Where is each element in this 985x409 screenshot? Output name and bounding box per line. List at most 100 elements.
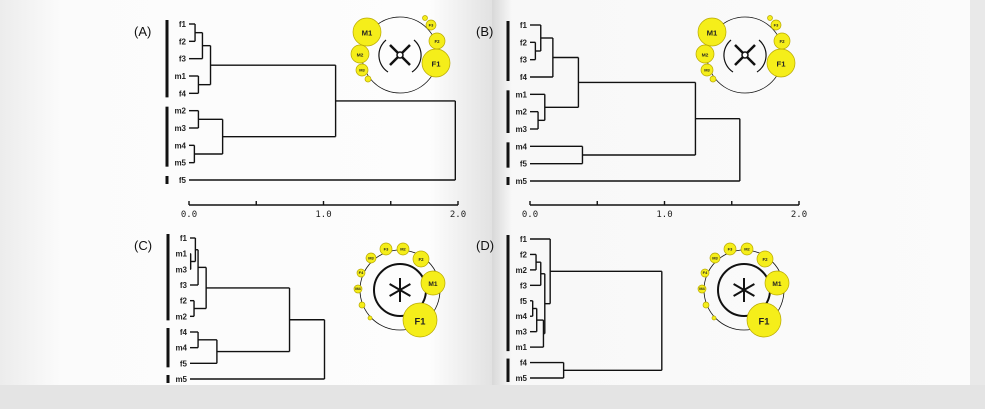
bubble-label: M2 (400, 247, 406, 252)
leaf-label-f3: f3 (179, 55, 187, 64)
bubble-label: F2 (434, 39, 440, 44)
rotation-arrows-icon (378, 39, 422, 73)
individual-bubble (352, 17, 382, 47)
individual-bubble (746, 302, 782, 338)
individual-bubble (697, 17, 727, 47)
bubble-label: M4 (699, 286, 705, 291)
leaf-label-m4: m4 (515, 312, 527, 321)
leaf-label-m4: m4 (174, 141, 186, 150)
leaf-label-m3: m3 (175, 265, 187, 274)
panel-label: (A) (134, 24, 151, 39)
individual-bubble (412, 250, 430, 268)
snowflake-arrow-icon (733, 289, 745, 297)
bubble-label: M2 (357, 52, 364, 58)
individual-bubble (353, 284, 363, 294)
bubble-label: F1 (432, 60, 442, 69)
individual-bubble (422, 15, 428, 21)
individual-bubble (365, 252, 377, 264)
individual-bubble (711, 315, 717, 321)
axis-tick-label: 1.0 (315, 210, 331, 220)
leaf-label-m5: m5 (174, 159, 186, 168)
individual-bubble (770, 19, 782, 31)
individual-bubble (355, 63, 369, 77)
individual-bubble (709, 75, 717, 83)
right-page (492, 0, 970, 385)
leaf-label-m1: m1 (515, 90, 527, 99)
individual-bubble (364, 75, 372, 83)
panel-label: (C) (134, 238, 152, 253)
leaf-label-f4: f4 (179, 89, 187, 98)
snowflake-arrow-icon (389, 283, 401, 291)
leaf-label-m3: m3 (515, 125, 527, 134)
leaf-label-m5: m5 (175, 375, 187, 384)
leaf-label-m2: m2 (174, 107, 186, 116)
individual-bubble (773, 32, 791, 50)
bubble-label: M2 (702, 52, 709, 58)
bubble-label: M1 (707, 29, 718, 38)
axis-tick-label: 1.0 (656, 210, 672, 220)
individual-bubble (740, 242, 754, 256)
leaf-label-f5: f5 (180, 359, 188, 368)
snowflake-arrow-icon (399, 283, 411, 291)
bubble-label: F2 (779, 39, 785, 44)
leaf-label-m4: m4 (175, 344, 187, 353)
individual-bubble (379, 242, 393, 256)
bubble-label: F1 (777, 60, 787, 69)
individual-bubble (396, 242, 410, 256)
bubble-label: M1 (772, 281, 781, 288)
snowflake-arrow-icon (733, 283, 745, 291)
individual-bubble (723, 242, 737, 256)
leaf-label-m3: m3 (174, 124, 186, 133)
panel-label: (D) (476, 238, 494, 253)
snowflake-arrow-icon (399, 289, 411, 297)
axis-tick-label: 2.0 (450, 210, 466, 220)
individual-bubble (702, 301, 710, 309)
bubble-label: F1 (415, 316, 426, 326)
bubble-label: F4 (359, 270, 364, 275)
individual-bubble (700, 268, 710, 278)
bubble-label: M2 (744, 247, 750, 252)
bubble-label: M1 (428, 281, 437, 288)
bubble-label: F3 (774, 22, 779, 27)
leaf-label-f3: f3 (520, 281, 528, 290)
panel-label: (B) (476, 24, 493, 39)
leaf-label-m1: m1 (174, 72, 186, 81)
bubble-label: M3 (712, 255, 718, 260)
individual-bubble (420, 270, 446, 296)
leaf-label-m2: m2 (515, 266, 527, 275)
individual-bubble (367, 315, 373, 321)
bubble-label: F4 (703, 270, 708, 275)
individual-bubble (767, 15, 773, 21)
bubble-label: M3 (704, 68, 710, 73)
individual-bubble (428, 32, 446, 50)
bottom-margin (0, 385, 985, 409)
bubble-label: F3 (728, 247, 733, 252)
bubble-label: F2 (762, 257, 768, 262)
individual-bubble (425, 19, 437, 31)
leaf-label-m4: m4 (515, 142, 527, 151)
leaf-label-m5: m5 (515, 374, 527, 383)
bubble-label: M1 (362, 29, 373, 38)
individual-bubble (764, 270, 790, 296)
leaf-label-f1: f1 (180, 234, 188, 243)
axis-tick-label: 0.0 (181, 210, 197, 220)
leaf-label-f2: f2 (180, 297, 188, 306)
individual-bubble (356, 268, 366, 278)
individual-bubble (358, 301, 366, 309)
leaf-label-f3: f3 (180, 281, 188, 290)
leaf-label-f4: f4 (520, 359, 528, 368)
leaf-label-f4: f4 (520, 73, 528, 82)
individual-bubble (350, 44, 370, 64)
leaf-label-m5: m5 (515, 177, 527, 186)
leaf-label-f1: f1 (520, 235, 528, 244)
snowflake-arrow-icon (389, 289, 401, 297)
bubble-label: F3 (429, 22, 434, 27)
